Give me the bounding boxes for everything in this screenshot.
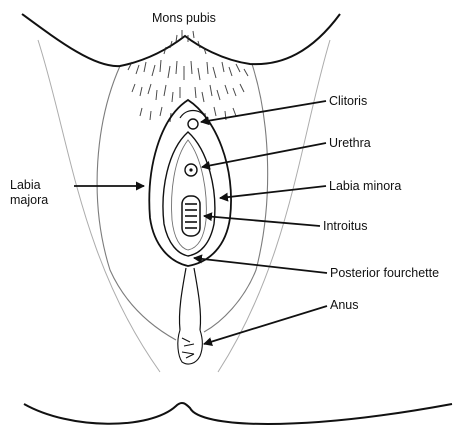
label-posterior-fourchette: Posterior fourchette [330, 266, 439, 281]
arrow-posterior-fourchette [194, 258, 327, 273]
label-labia-majora: Labia majora [10, 178, 80, 208]
pubic-hair [128, 30, 248, 122]
label-urethra: Urethra [329, 136, 371, 151]
anus-shape [178, 330, 202, 364]
labia-minora [163, 132, 215, 256]
label-introitus: Introitus [323, 219, 367, 234]
label-mons-pubis: Mons pubis [152, 11, 216, 26]
arrow-clitoris [201, 101, 326, 122]
buttocks-outline [24, 403, 452, 424]
clitoris-shape [188, 119, 198, 129]
inner-thigh-right [204, 64, 268, 332]
arrow-urethra [202, 143, 326, 167]
inner-thigh-left [97, 66, 176, 340]
label-clitoris: Clitoris [329, 94, 367, 109]
arrow-labia-minora [220, 186, 326, 198]
perineum [179, 268, 200, 330]
label-labia-minora: Labia minora [329, 179, 401, 194]
arrow-anus [204, 306, 327, 344]
arrow-introitus [204, 216, 320, 226]
label-anus: Anus [330, 298, 359, 313]
